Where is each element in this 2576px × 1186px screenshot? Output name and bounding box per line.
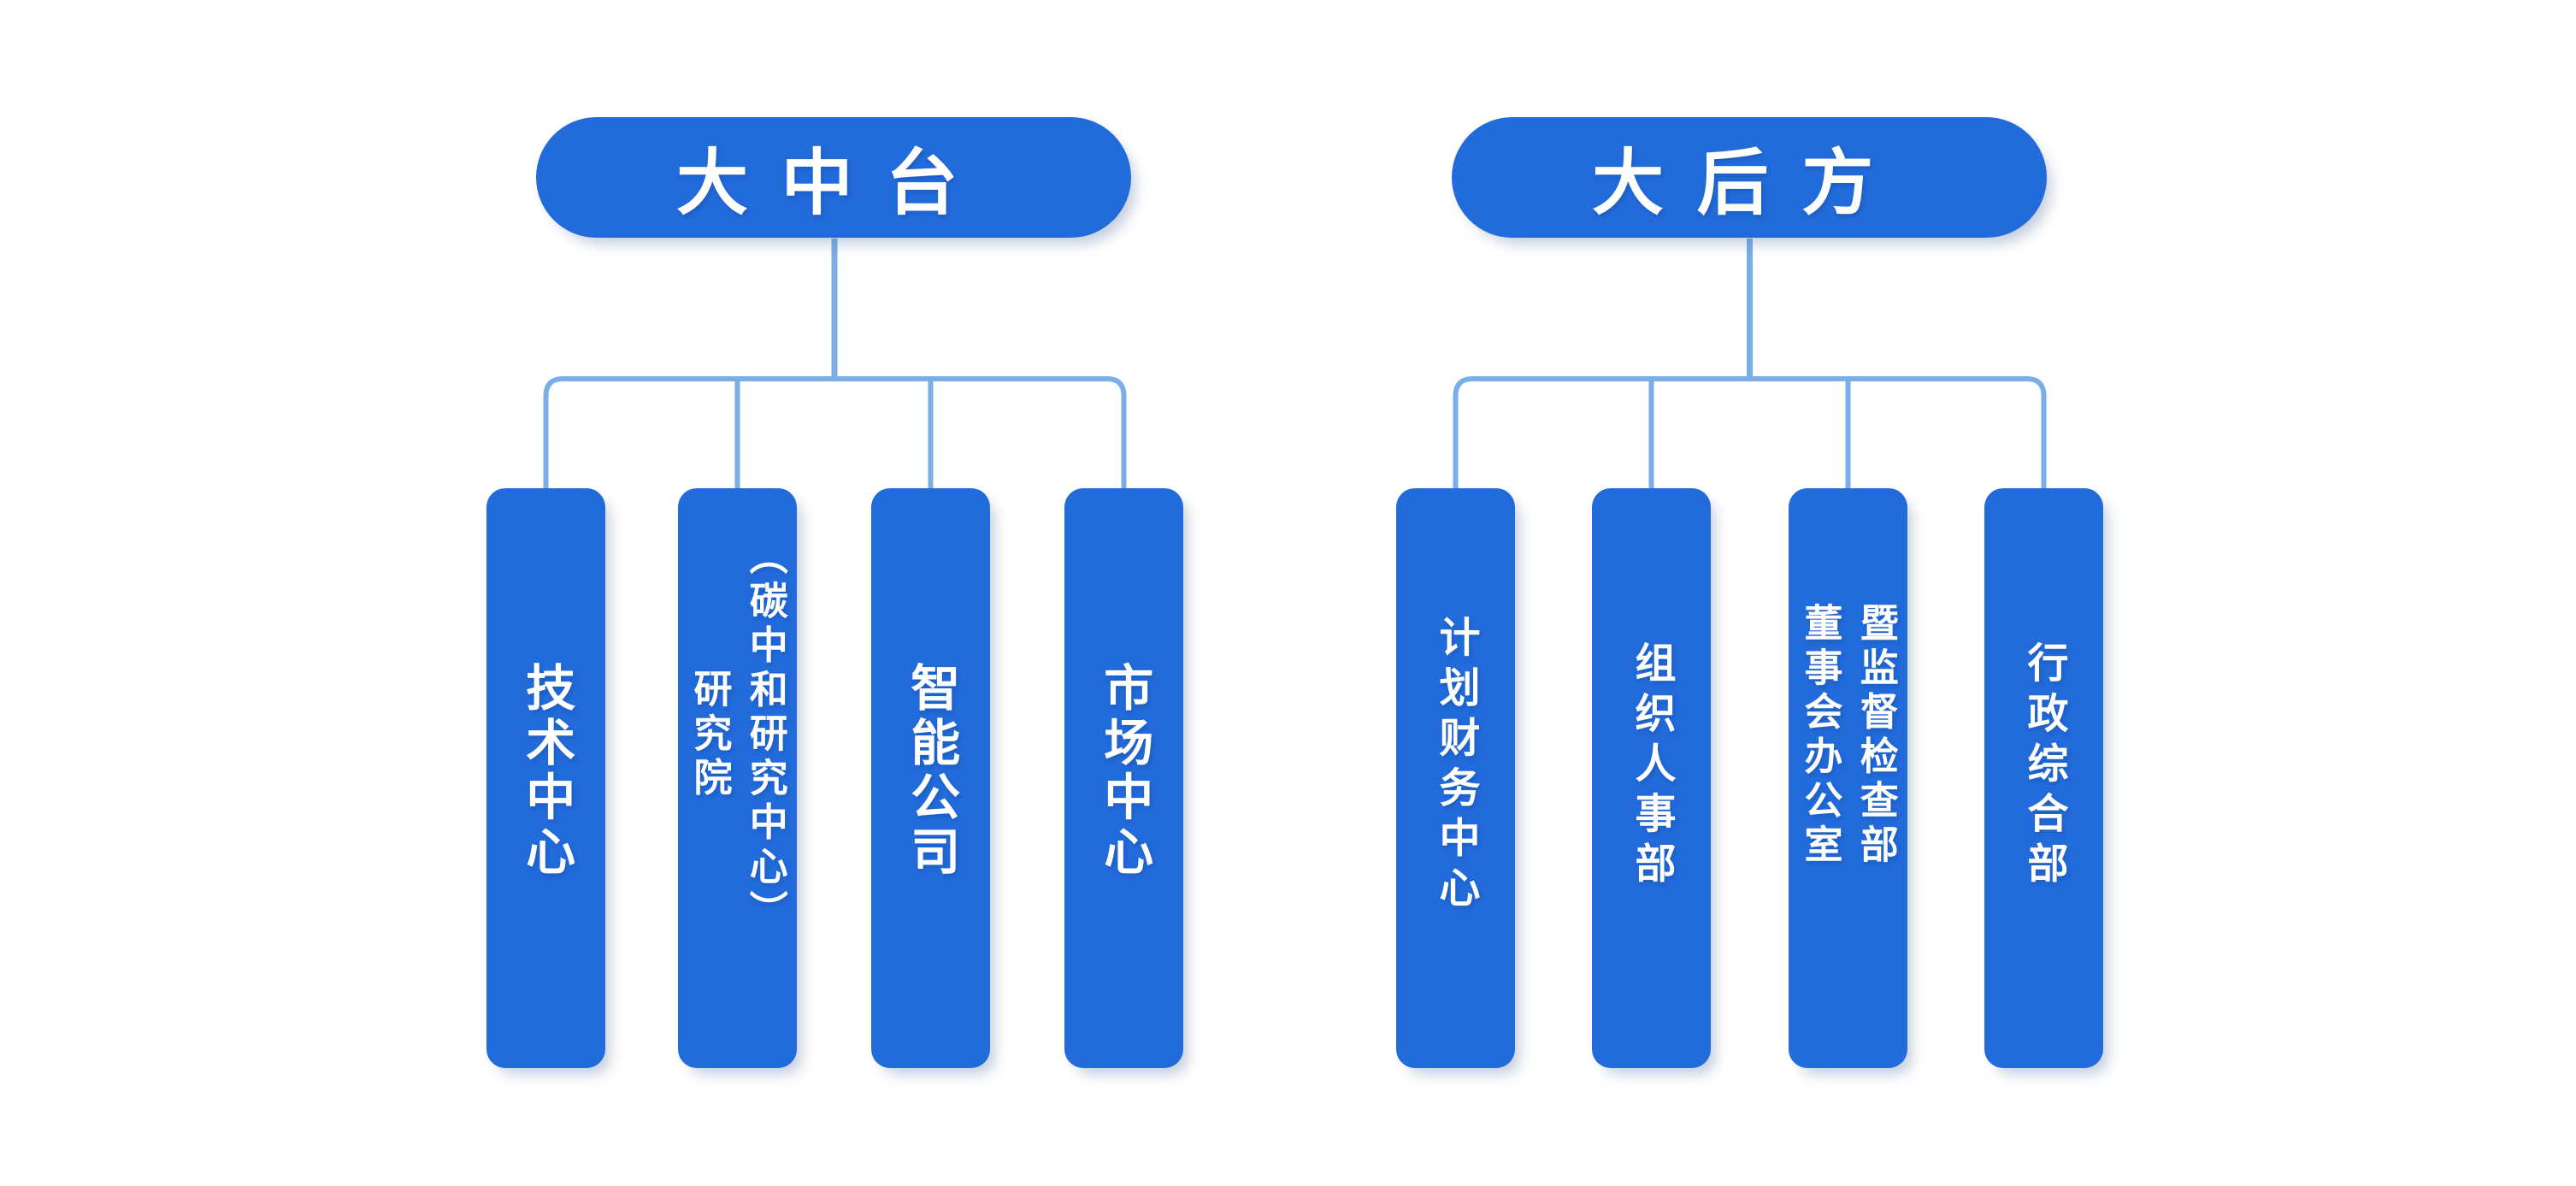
dept-node-label: 市场中心 — [1095, 662, 1154, 881]
dept-node-planning-finance-center: 计划财务中心 — [1396, 488, 1515, 1068]
dept-node-hr-department: 组织人事部 — [1592, 488, 1711, 1068]
dept-node-label: 组织人事部 — [1627, 640, 1676, 892]
dept-node-intelligence-company: 智能公司 — [871, 488, 990, 1068]
root-node-dahoufang: 大后方 — [1452, 117, 2047, 238]
dept-node-label: 计划财务中心 — [1431, 616, 1480, 917]
root-node-label: 大中台 — [676, 141, 991, 225]
dept-node-tech-center: 技术中心 — [486, 488, 605, 1068]
dept-node-label: 董事会办公室 暨监督检查部 — [1797, 602, 1899, 869]
root-node-dazhongtai: 大中台 — [536, 117, 1131, 238]
connector-branch-dazhongtai — [543, 376, 1127, 489]
dept-node-board-office-supervision: 董事会办公室 暨监督检查部 — [1789, 488, 1907, 1068]
dept-node-research-institute: 研究院 （碳中和研究中心） — [678, 488, 797, 1068]
dept-node-market-center: 市场中心 — [1064, 488, 1183, 1068]
connector-branch-dahoufang — [1453, 376, 2047, 489]
dept-node-label: 智能公司 — [902, 662, 961, 881]
dept-node-label: 技术中心 — [517, 662, 576, 881]
dept-node-label: 行政综合部 — [2019, 640, 2068, 892]
dept-node-label: 研究院 （碳中和研究中心） — [687, 536, 788, 935]
dept-node-admin-department: 行政综合部 — [1984, 488, 2103, 1068]
root-node-label: 大后方 — [1592, 141, 1907, 225]
